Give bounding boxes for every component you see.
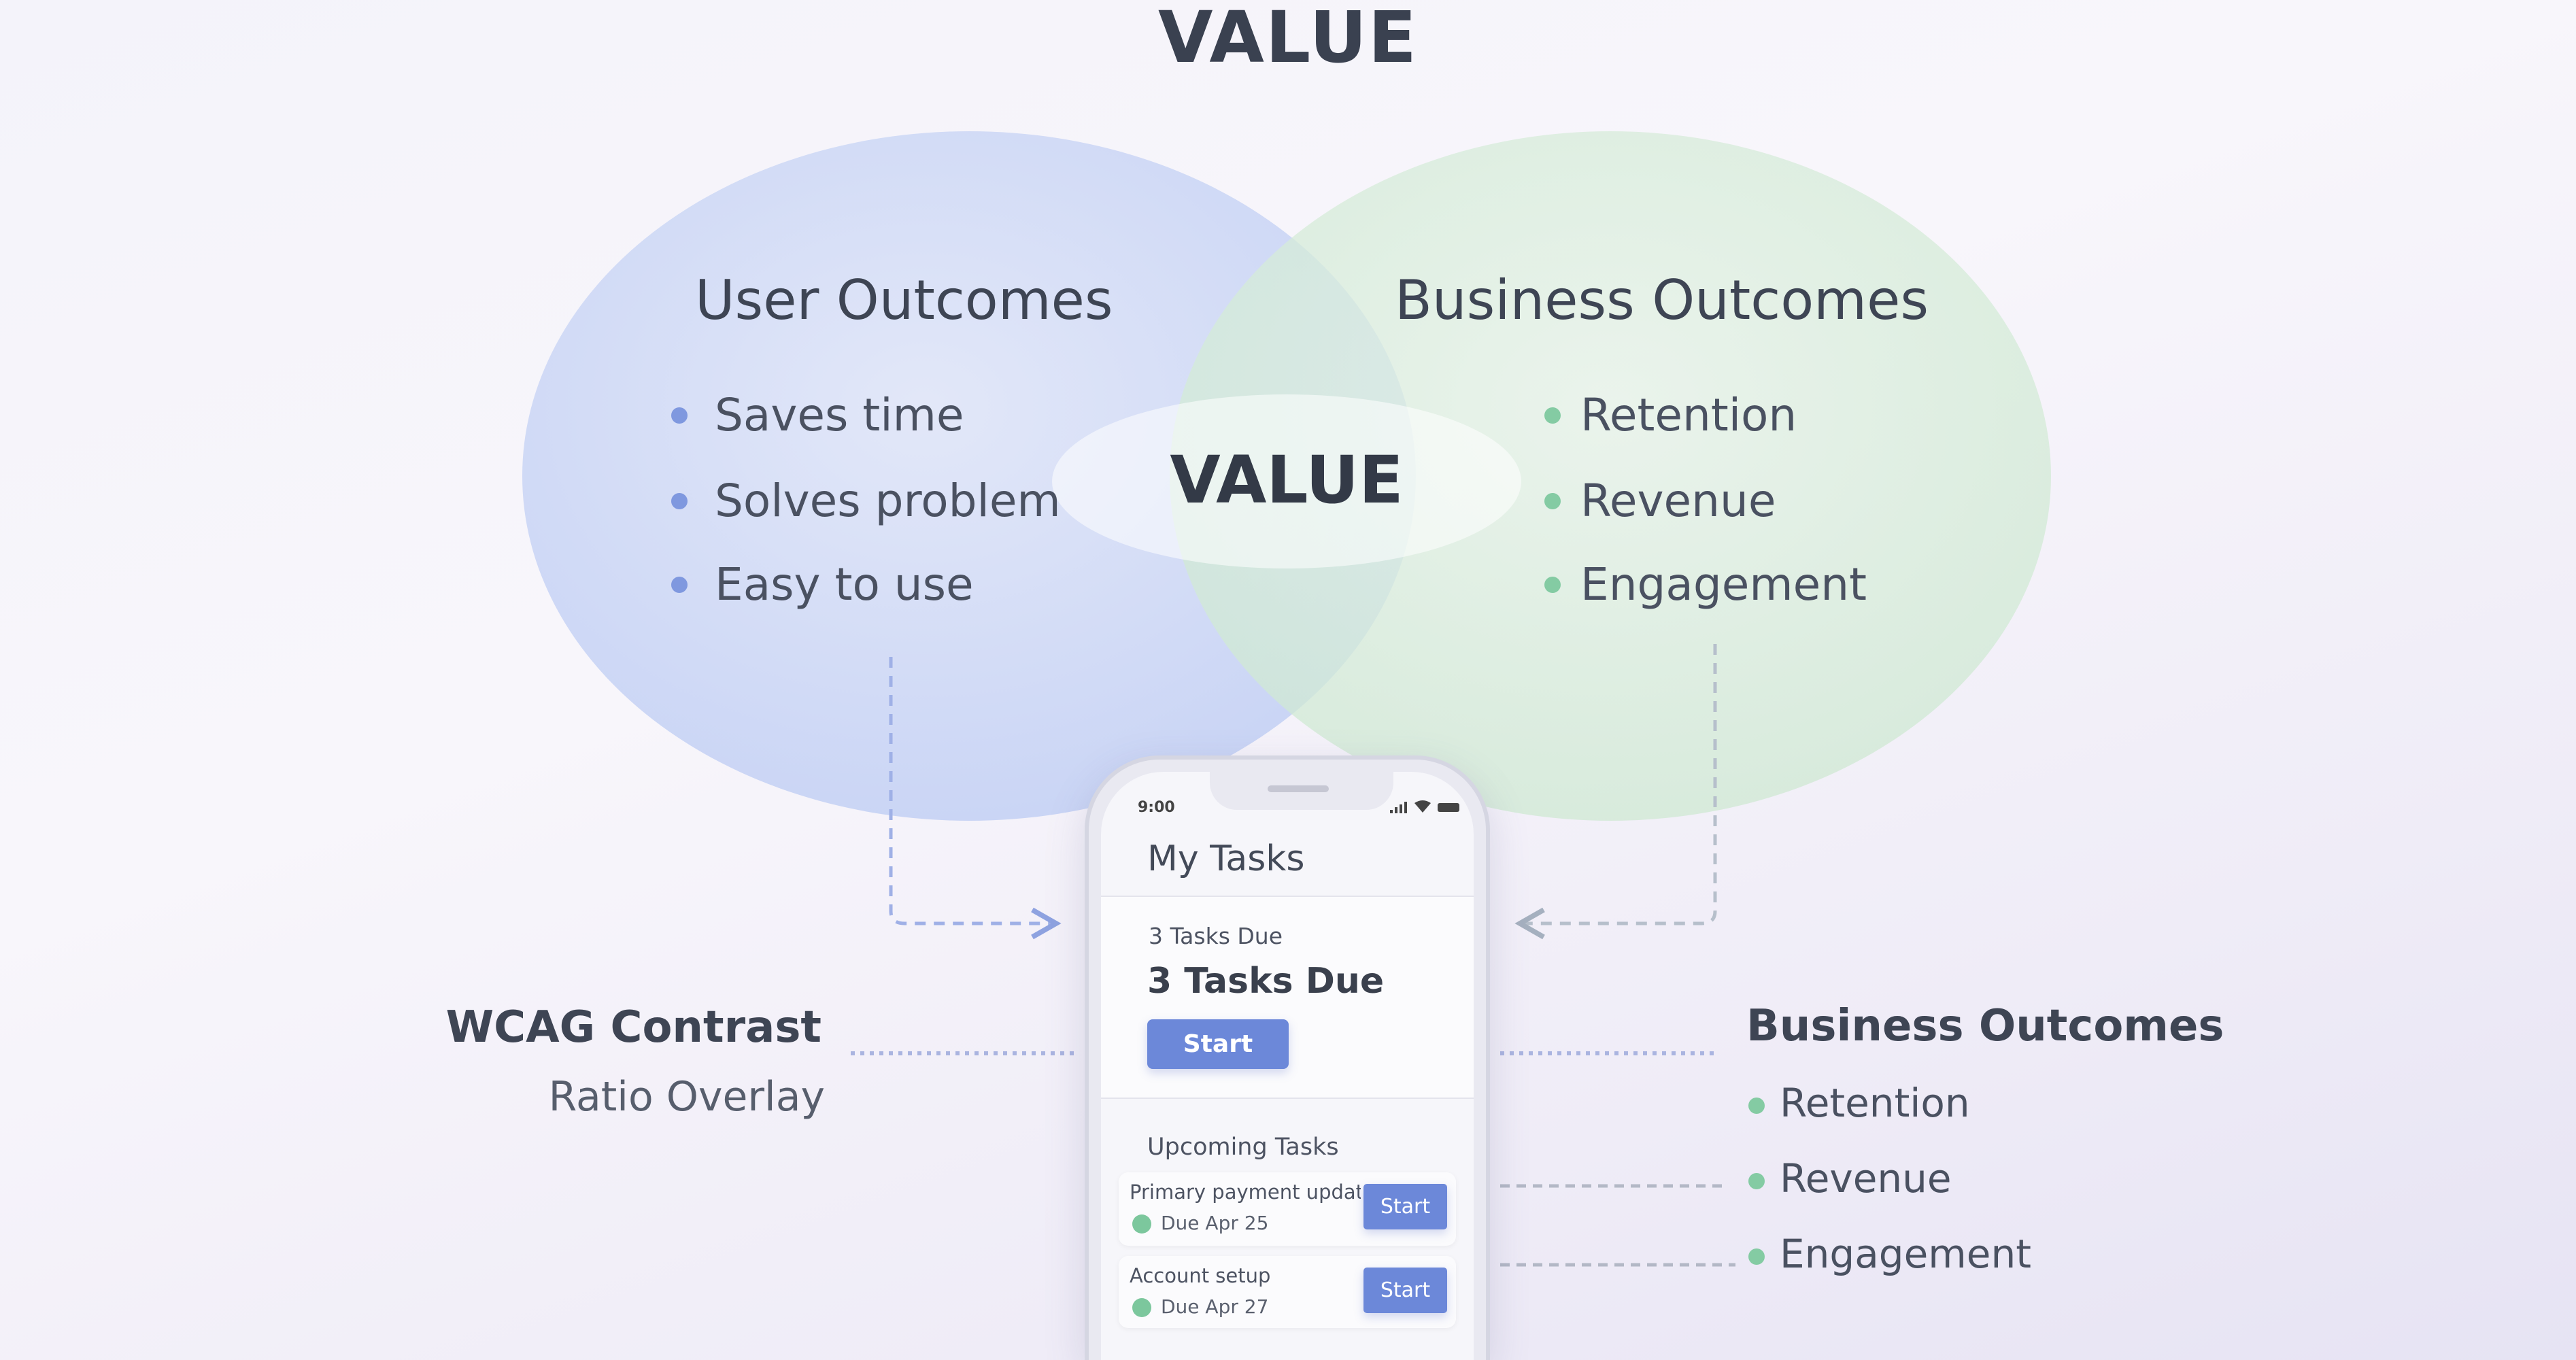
task-name: Primary payment update: [1130, 1180, 1361, 1204]
task-due: Due Apr 25: [1161, 1212, 1269, 1234]
business-outcomes-circle: [1170, 131, 2051, 821]
bullet-icon: [1748, 1173, 1765, 1189]
divider: [1101, 896, 1474, 897]
phone-screen: 9:00 My Tasks 3 Tasks Due 3 Tasks Due St…: [1101, 772, 1474, 1360]
phone-mockup: 9:00 My Tasks 3 Tasks Due 3 Tasks Due St…: [1085, 755, 1490, 1360]
bullet-icon: [1748, 1098, 1765, 1114]
business-annotation-heading: Business Outcomes: [1746, 1001, 2224, 1051]
screen-title: My Tasks: [1147, 838, 1305, 879]
status-icons: [1390, 800, 1459, 813]
bullet-icon: [671, 407, 688, 424]
upcoming-heading: Upcoming Tasks: [1147, 1134, 1339, 1161]
tasks-due-small: 3 Tasks Due: [1149, 923, 1283, 949]
task-name: Account setup: [1130, 1264, 1271, 1287]
bullet-icon: [671, 493, 688, 509]
user-outcomes-circle: [522, 131, 1416, 821]
task-card[interactable]: Primary payment update Due Apr 25 Start: [1119, 1172, 1456, 1246]
bullet-icon: [671, 577, 688, 593]
business-outcome-item: Engagement: [1580, 558, 1867, 611]
business-outcomes-heading: Business Outcomes: [1395, 269, 1929, 332]
wcag-annotation-subtitle: Ratio Overlay: [548, 1073, 825, 1121]
business-outcome-item: Retention: [1580, 389, 1797, 441]
wcag-annotation-title: WCAG Contrast: [445, 1002, 821, 1053]
page-title: VALUE: [1158, 0, 1418, 79]
bullet-icon: [1544, 407, 1561, 424]
business-annotation-item: Revenue: [1780, 1155, 1952, 1202]
user-outcome-item: Saves time: [715, 389, 964, 441]
bullet-icon: [1748, 1248, 1765, 1265]
bullet-icon: [1544, 577, 1561, 593]
status-time: 9:00: [1138, 799, 1175, 816]
business-annotation-item: Retention: [1780, 1080, 1970, 1126]
task-start-button[interactable]: Start: [1363, 1184, 1447, 1229]
value-overlap-highlight: [1052, 394, 1521, 568]
phone-notch: [1210, 772, 1393, 810]
business-annotation-item: Engagement: [1780, 1231, 2031, 1277]
task-start-button[interactable]: Start: [1363, 1268, 1447, 1313]
task-card[interactable]: Account setup Due Apr 27 Start: [1119, 1256, 1456, 1328]
start-button[interactable]: Start: [1147, 1019, 1289, 1069]
bullet-icon: [1544, 493, 1561, 509]
user-outcomes-heading: User Outcomes: [695, 269, 1113, 332]
value-center-label: VALUE: [1170, 442, 1404, 518]
task-due: Due Apr 27: [1161, 1295, 1269, 1318]
status-dot-icon: [1132, 1298, 1151, 1317]
right-connector: [1514, 644, 1717, 940]
user-outcome-item: Solves problem: [715, 475, 1061, 527]
left-connector: [889, 657, 1062, 940]
user-outcome-item: Easy to use: [715, 558, 974, 611]
divider: [1101, 1098, 1474, 1099]
status-dot-icon: [1132, 1214, 1151, 1234]
tasks-due-big: 3 Tasks Due: [1147, 961, 1385, 1002]
business-outcome-item: Revenue: [1580, 475, 1776, 527]
